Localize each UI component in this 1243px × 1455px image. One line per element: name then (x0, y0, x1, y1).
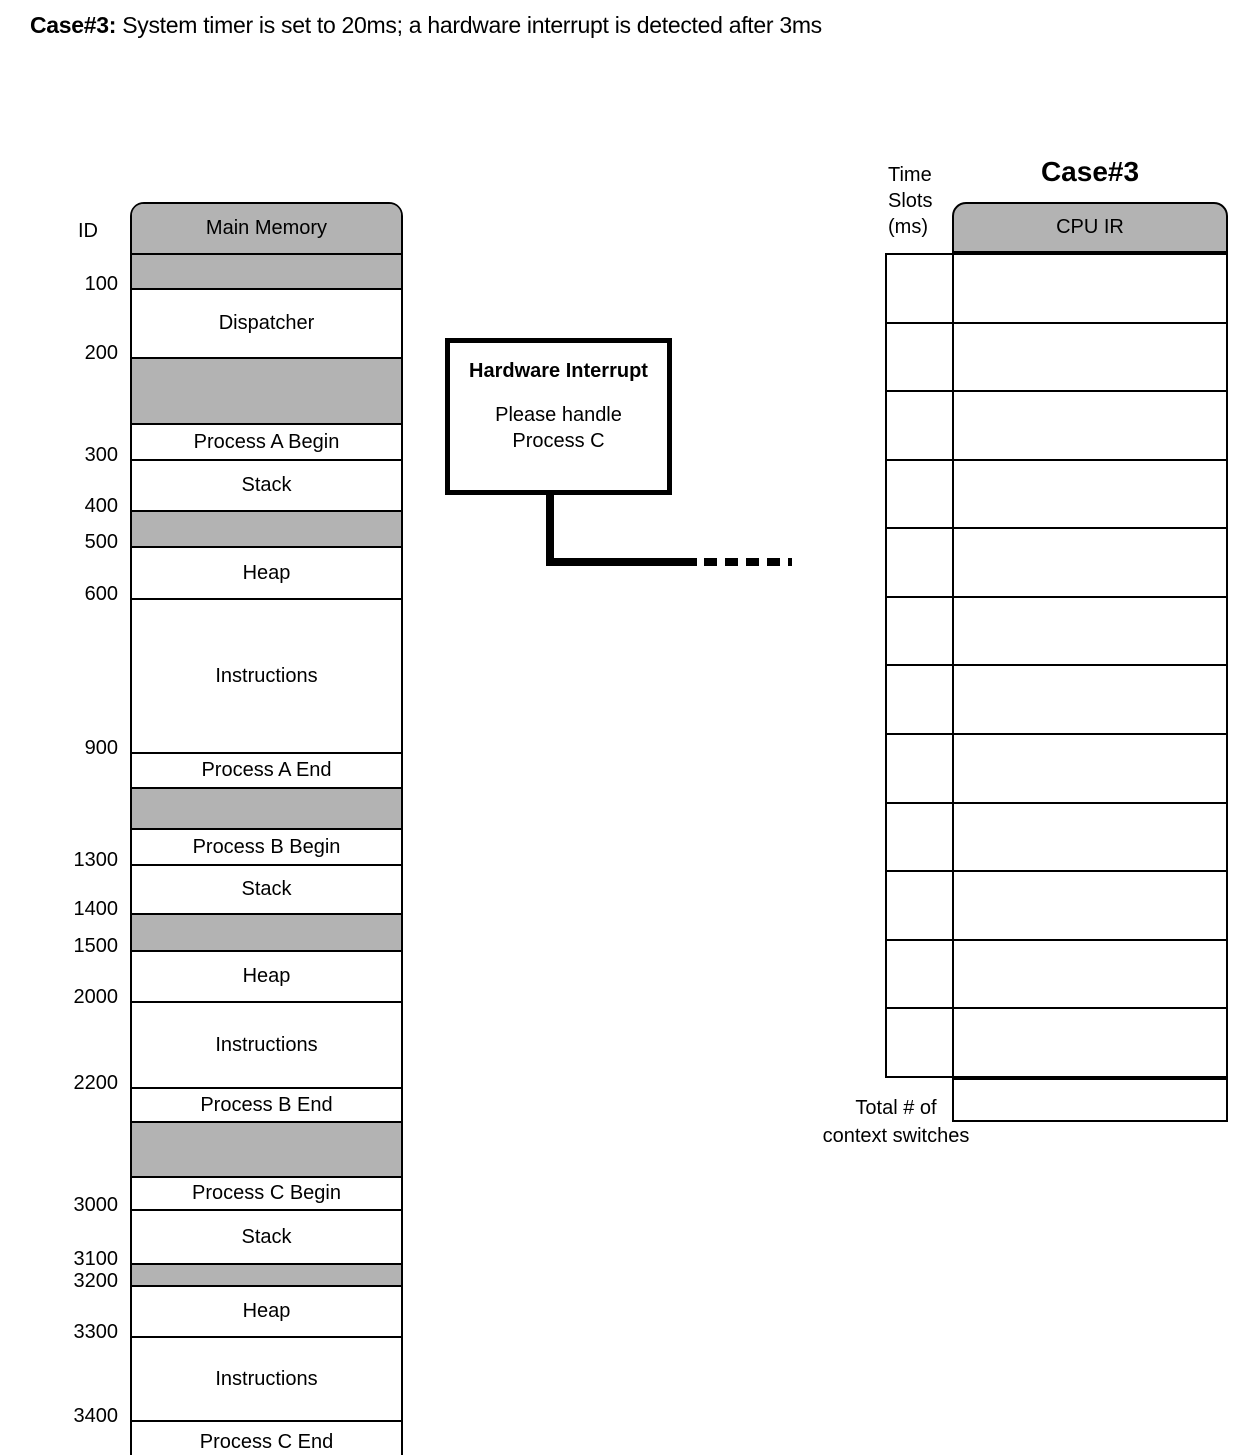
time-slots-label-line2: Slots (888, 190, 933, 212)
time-slots-label-line1: Time (888, 164, 932, 186)
time-slots-axis-label: Time Slots (ms) (888, 162, 968, 240)
cpu-ir-cell (954, 527, 1226, 596)
memory-address-label: 3400 (73, 1405, 119, 1427)
hardware-interrupt-body-line2: Process C (512, 430, 605, 452)
memory-segment: Process B End (132, 1087, 401, 1121)
cpu-ir-cell (954, 733, 1226, 802)
cpu-ir-cell (954, 664, 1226, 733)
memory-address-label: 2000 (73, 986, 119, 1008)
memory-address-label: 3100 (73, 1248, 119, 1270)
cpu-ir-cell (954, 458, 1226, 528)
time-slot-cell (887, 733, 952, 802)
interrupt-connector-horizontal-line (546, 558, 697, 566)
interrupt-connector-vertical-line (546, 492, 554, 566)
cpu-ir-cell (954, 390, 1226, 459)
memory-segment: Process C Begin (132, 1176, 401, 1209)
memory-segment-spacer (132, 913, 401, 950)
cpu-ir-column-header: CPU IR (952, 202, 1228, 253)
memory-address-label: 3000 (73, 1194, 119, 1216)
total-label-line2: context switches (822, 1125, 970, 1147)
memory-segment: Process A End (132, 752, 401, 787)
time-slot-cell (887, 255, 952, 322)
cpu-ir-cell (954, 255, 1226, 322)
cpu-ir-cell (954, 1007, 1226, 1076)
memory-address-label: 200 (84, 342, 118, 364)
memory-address-label: 300 (84, 444, 118, 466)
memory-address-label: 900 (84, 737, 118, 759)
memory-address-label: 1400 (73, 898, 119, 920)
memory-segment: Process C End (132, 1420, 401, 1455)
memory-address-label: 400 (84, 495, 118, 517)
time-slots-label-line3: (ms) (888, 216, 928, 238)
memory-segment-spacer (132, 357, 401, 423)
memory-address-label: 1300 (73, 849, 119, 871)
time-slot-column (885, 253, 954, 1078)
memory-segment: Heap (132, 1285, 401, 1336)
memory-segment: Dispatcher (132, 288, 401, 357)
hardware-interrupt-body-line1: Please handle (495, 404, 622, 426)
cpu-ir-cell (954, 870, 1226, 939)
memory-segment: Instructions (132, 598, 401, 752)
memory-id-column-header: ID (78, 220, 98, 242)
memory-segment-spacer (132, 253, 401, 288)
time-slot-cell (887, 595, 952, 665)
total-context-switches-label: Total # of context switches (796, 1094, 996, 1150)
memory-address-label: 100 (84, 273, 118, 295)
time-slot-cell (887, 1007, 952, 1076)
cpu-ir-cell (954, 801, 1226, 871)
time-slot-cell (887, 458, 952, 528)
time-slot-cell (887, 527, 952, 596)
memory-segment: Process B Begin (132, 828, 401, 864)
memory-segment: Instructions (132, 1336, 401, 1420)
memory-segment: Process A Begin (132, 423, 401, 459)
memory-segment: Stack (132, 864, 401, 913)
memory-segment: Heap (132, 546, 401, 598)
cpu-ir-cell (954, 321, 1226, 391)
time-slot-cell (887, 321, 952, 391)
case-title: Case#3 (1040, 156, 1140, 187)
time-slot-cell (887, 801, 952, 871)
page-title-case-label: Case#3: (30, 12, 117, 38)
memory-segment: Heap (132, 950, 401, 1001)
hardware-interrupt-callout: Hardware Interrupt Please handle Process… (445, 338, 672, 495)
page-title-text: System timer is set to 20ms; a hardware … (116, 12, 822, 38)
memory-segment-spacer (132, 510, 401, 546)
main-memory-header: Main Memory (132, 204, 401, 253)
memory-segment: Stack (132, 459, 401, 510)
cpu-ir-cell (954, 938, 1226, 1008)
total-label-line1: Total # of (855, 1097, 937, 1119)
memory-address-label: 500 (84, 531, 118, 553)
memory-address-label: 3300 (73, 1321, 119, 1343)
interrupt-connector-dashed-line (704, 558, 792, 566)
hardware-interrupt-title: Hardware Interrupt (469, 360, 648, 382)
memory-segment-spacer (132, 1121, 401, 1176)
cpu-ir-column (952, 253, 1228, 1078)
time-slot-cell (887, 870, 952, 939)
memory-segment-spacer (132, 787, 401, 828)
memory-address-label: 3200 (73, 1270, 119, 1292)
time-slot-cell (887, 664, 952, 733)
total-context-switches-answer-box (952, 1078, 1228, 1122)
memory-address-label: 600 (84, 583, 118, 605)
time-slot-cell (887, 390, 952, 459)
memory-address-label: 2200 (73, 1072, 119, 1094)
cpu-ir-cell (954, 595, 1226, 665)
page-title: Case#3: System timer is set to 20ms; a h… (30, 12, 822, 39)
memory-address-label: 1500 (73, 935, 119, 957)
memory-segment: Stack (132, 1209, 401, 1263)
time-slot-cell (887, 938, 952, 1008)
memory-segment: Instructions (132, 1001, 401, 1087)
memory-segment-spacer (132, 1263, 401, 1285)
